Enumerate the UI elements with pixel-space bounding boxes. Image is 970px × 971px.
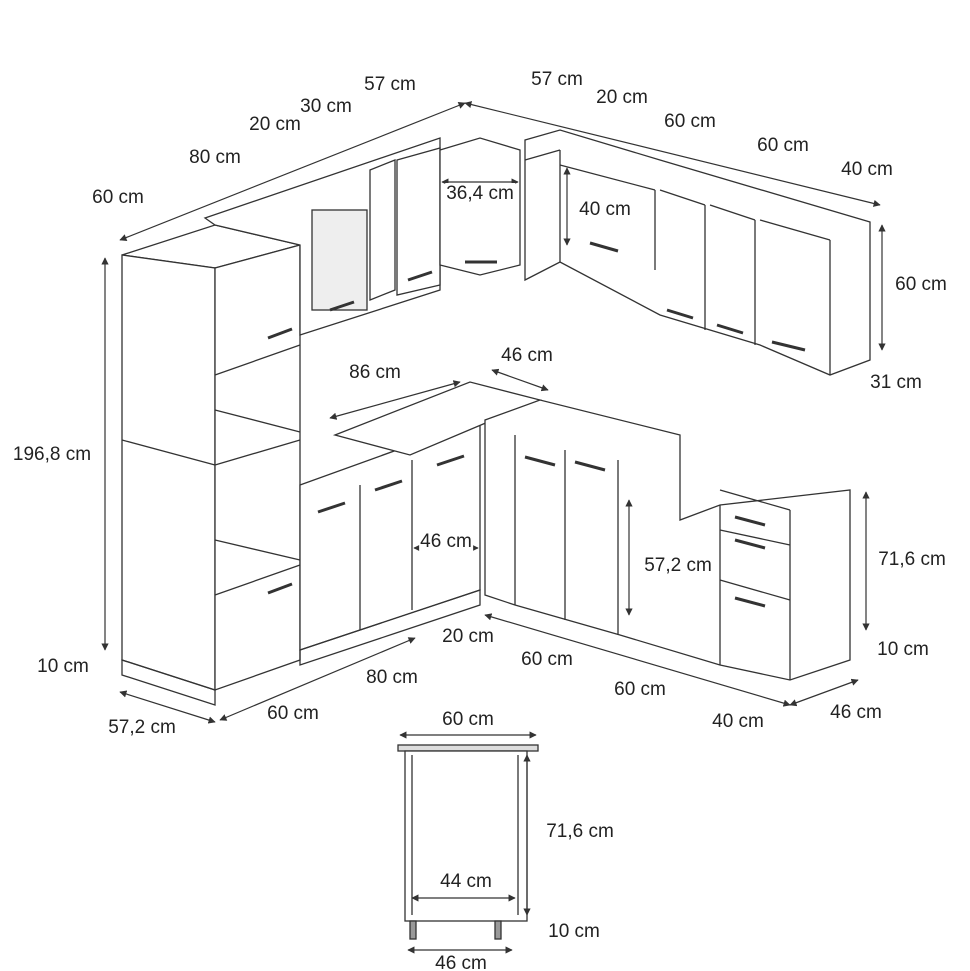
dim-upper-80: 80 cm xyxy=(189,147,241,168)
dim-upper-40: 40 cm xyxy=(841,159,893,180)
dim-upper-left-57: 57 cm xyxy=(364,74,416,95)
dim-side-height: 71,6 cm xyxy=(546,821,614,842)
dim-side-width: 60 cm xyxy=(442,709,494,730)
dim-base-height: 71,6 cm xyxy=(878,549,946,570)
dimension-lines xyxy=(101,101,886,954)
dim-base-plinth: 10 cm xyxy=(877,639,929,660)
dim-upper-height: 60 cm xyxy=(895,274,947,295)
dim-shelf-height: 40 cm xyxy=(579,199,631,220)
dim-base-corner: 46 cm xyxy=(419,531,473,553)
dim-bottom-60-left: 60 cm xyxy=(267,703,319,724)
dim-upper-60b: 60 cm xyxy=(757,135,809,156)
dim-upper-depth: 31 cm xyxy=(870,372,922,393)
dim-base-46: 46 cm xyxy=(501,345,553,366)
dim-bottom-46: 46 cm xyxy=(830,702,882,723)
dim-upper-60a: 60 cm xyxy=(664,111,716,132)
dim-upper-30: 30 cm xyxy=(300,96,352,117)
dim-tall-height: 196,8 cm xyxy=(12,444,92,465)
dim-upper-20: 20 cm xyxy=(596,87,648,108)
dim-upper-20-left: 20 cm xyxy=(249,114,301,135)
dim-corner-depth: 36,4 cm xyxy=(445,183,515,205)
dim-side-inner: 44 cm xyxy=(439,871,493,893)
dim-upper-right-57: 57 cm xyxy=(531,69,583,90)
dim-tall-plinth: 10 cm xyxy=(37,656,89,677)
dim-side-depth: 46 cm xyxy=(435,953,487,971)
dim-base-depth: 57,2 cm xyxy=(643,555,713,577)
dim-tall-depth: 57,2 cm xyxy=(108,717,176,738)
cabinets xyxy=(121,129,871,940)
dim-bottom-20: 20 cm xyxy=(442,626,494,647)
dim-side-plinth: 10 cm xyxy=(548,921,600,942)
dim-bottom-60b: 60 cm xyxy=(614,679,666,700)
dim-base-86: 86 cm xyxy=(349,362,401,383)
dim-bottom-40: 40 cm xyxy=(712,711,764,732)
dim-upper-60-left: 60 cm xyxy=(92,187,144,208)
dim-bottom-60a: 60 cm xyxy=(521,649,573,670)
dim-bottom-80: 80 cm xyxy=(366,667,418,688)
